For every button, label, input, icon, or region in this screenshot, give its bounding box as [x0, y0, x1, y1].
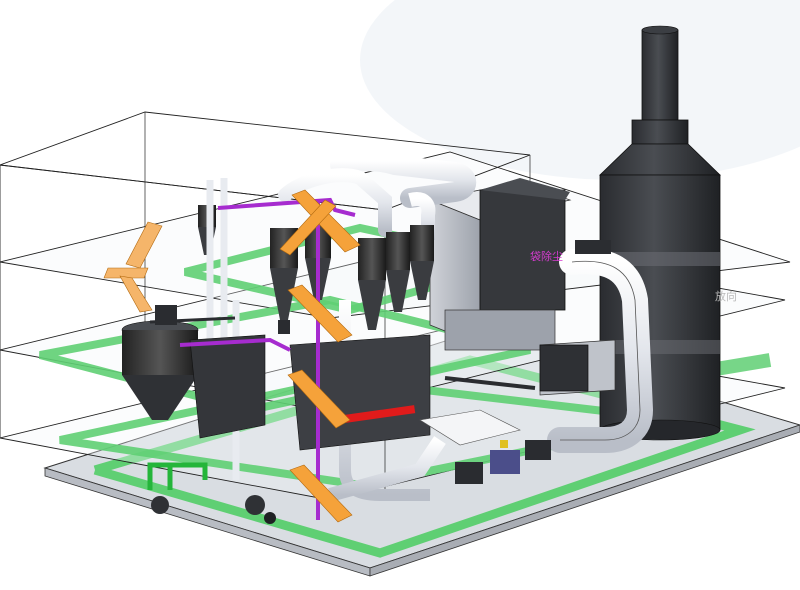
low-white-box — [419, 409, 521, 446]
rail-bar-2 — [149, 316, 236, 324]
machine-block-left — [189, 334, 266, 439]
top-duct-branch-c — [408, 192, 436, 240]
machine-block-center — [289, 334, 431, 451]
green-pipe — [147, 462, 208, 490]
dryer-vessel — [121, 305, 199, 420]
red-heater-bar — [344, 405, 416, 423]
cyclone-4 — [386, 232, 410, 312]
stair-tower — [279, 189, 361, 523]
stack-label: 放向 — [715, 289, 737, 303]
top-duct-branch-a — [278, 168, 392, 237]
low-white-duct — [328, 436, 446, 502]
viewport-shade — [360, 0, 800, 180]
bag-filter-label: 袋除尘 — [530, 249, 563, 263]
top-duct-main — [330, 151, 477, 208]
cyclone-5 — [410, 225, 434, 300]
base-plate-side — [369, 424, 800, 577]
stair-left — [103, 221, 163, 313]
bag-filter-housing — [428, 178, 616, 396]
duct-flange — [575, 240, 611, 254]
pump-cluster — [151, 440, 551, 524]
cyclone-3 — [358, 238, 386, 330]
rail-bar-1 — [444, 376, 536, 390]
